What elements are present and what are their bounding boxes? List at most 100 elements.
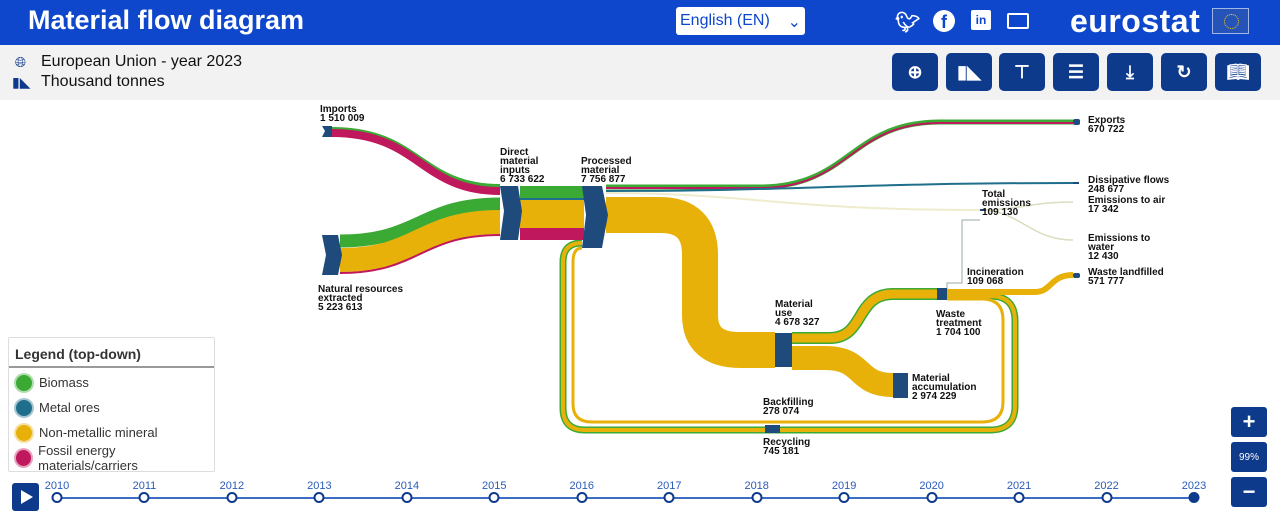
flow-natural-resources <box>339 197 501 248</box>
timeline-track <box>57 497 1194 499</box>
zoom-out-button[interactable]: − <box>1231 477 1267 507</box>
unit-button[interactable]: ▮◣ <box>946 53 992 91</box>
biomass-icon <box>14 372 34 393</box>
node-dmi <box>500 186 522 240</box>
legend-item-non-metallic: Non-metallic mineral <box>9 420 214 445</box>
year-label[interactable]: 2013 <box>307 480 332 492</box>
node-exports <box>1073 119 1080 125</box>
unit-label: Thousand tonnes <box>41 73 165 90</box>
node-imports <box>322 126 332 137</box>
chevron-down-icon: ⌄ <box>787 14 801 31</box>
year-tick-2020[interactable] <box>926 492 938 503</box>
legend-item-biomass: Biomass <box>9 370 214 395</box>
flow-exports <box>606 119 1073 190</box>
year-tick-2019[interactable] <box>838 492 850 503</box>
flow-accumulation <box>792 346 894 397</box>
region-row: 🌐︎European Union - year 2023 <box>12 53 242 71</box>
node-accumulation <box>893 373 908 398</box>
unit-row: ▮◣ Thousand tonnes <box>12 73 165 91</box>
language-value: English (EN) <box>680 12 770 29</box>
year-tick-2022[interactable] <box>1101 492 1113 503</box>
year-label[interactable]: 2021 <box>1006 480 1032 492</box>
year-label[interactable]: 2010 <box>44 480 70 492</box>
reset-button[interactable]: ↻ <box>1161 53 1207 91</box>
menu-icon: ☰ <box>1067 61 1085 82</box>
node-recycling <box>765 425 780 433</box>
flow-dissipative <box>605 182 1074 192</box>
year-tick-2013[interactable] <box>313 492 325 503</box>
page-title: Material flow diagram <box>28 5 305 35</box>
facebook-icon[interactable]: f <box>933 10 955 32</box>
year-tick-2011[interactable] <box>138 492 150 503</box>
unit-icon: ▮◣ <box>12 73 31 90</box>
year-tick-2023[interactable] <box>1188 492 1200 503</box>
year-tick-2015[interactable] <box>488 492 500 503</box>
reader-button[interactable]: 📖︎ <box>1215 53 1261 91</box>
year-label[interactable]: 2022 <box>1094 480 1119 492</box>
header: Material flow diagram English (EN) ⌄ 🐦︎ f… <box>0 0 1280 45</box>
flow-backfilling <box>571 246 1005 424</box>
legend-item-metal-ores: Metal ores <box>9 395 214 420</box>
language-select[interactable]: English (EN) ⌄ <box>676 7 805 35</box>
year-tick-2018[interactable] <box>751 492 763 503</box>
legend-title: Legend (top-down) <box>9 338 214 368</box>
reset-icon: ↻ <box>1176 61 1192 82</box>
diagram-icon: ⊤ <box>1014 61 1030 82</box>
flow-incineration <box>946 219 980 289</box>
year-tick-2012[interactable] <box>226 492 238 503</box>
email-icon[interactable] <box>1007 13 1029 29</box>
year-label[interactable]: 2015 <box>482 480 507 492</box>
legend-item-fossil: Fossil energy materials/carriers <box>9 443 214 473</box>
eurostat-logo[interactable]: eurostat <box>1070 3 1201 39</box>
play-button[interactable] <box>12 483 39 511</box>
year-label[interactable]: 2018 <box>744 480 769 492</box>
year-label[interactable]: 2020 <box>919 480 944 492</box>
node-landfilled <box>1073 273 1080 278</box>
year-label[interactable]: 2012 <box>219 480 245 492</box>
flow-emissions <box>605 192 981 211</box>
menu-button[interactable]: ☰ <box>1053 53 1099 91</box>
unit-icon: ▮◣ <box>957 61 981 82</box>
twitter-icon[interactable]: 🐦︎ <box>895 12 921 34</box>
year-tick-2017[interactable] <box>663 492 675 503</box>
eu-flag-icon <box>1212 8 1249 34</box>
globe-icon: ⊕ <box>907 61 923 82</box>
node-natural-resources <box>322 235 342 275</box>
diagram-button[interactable]: ⊤ <box>999 53 1045 91</box>
year-tick-2021[interactable] <box>1013 492 1025 503</box>
region-label: European Union - year 2023 <box>41 53 243 70</box>
zoom-in-button[interactable]: + <box>1231 407 1267 437</box>
node-waste-treatment <box>937 288 947 300</box>
download-button[interactable]: ⤓ <box>1107 53 1153 91</box>
year-label[interactable]: 2011 <box>132 480 157 492</box>
flow-landfilled <box>947 272 1074 295</box>
year-tick-2010[interactable] <box>51 492 63 503</box>
year-label[interactable]: 2019 <box>831 480 857 492</box>
year-label[interactable]: 2014 <box>394 480 420 492</box>
year-label[interactable]: 2017 <box>656 480 682 492</box>
metal-ores-icon <box>14 397 34 418</box>
fossil-icon <box>14 447 34 468</box>
geo-button[interactable]: ⊕ <box>892 53 938 91</box>
year-tick-2016[interactable] <box>576 492 588 503</box>
year-label[interactable]: 2023 <box>1181 480 1207 492</box>
flow-material-use <box>606 197 775 368</box>
year-label[interactable]: 2016 <box>569 480 595 492</box>
year-tick-2014[interactable] <box>401 492 413 503</box>
download-icon: ⤓ <box>1126 61 1134 82</box>
linkedin-icon[interactable]: in <box>971 10 991 30</box>
